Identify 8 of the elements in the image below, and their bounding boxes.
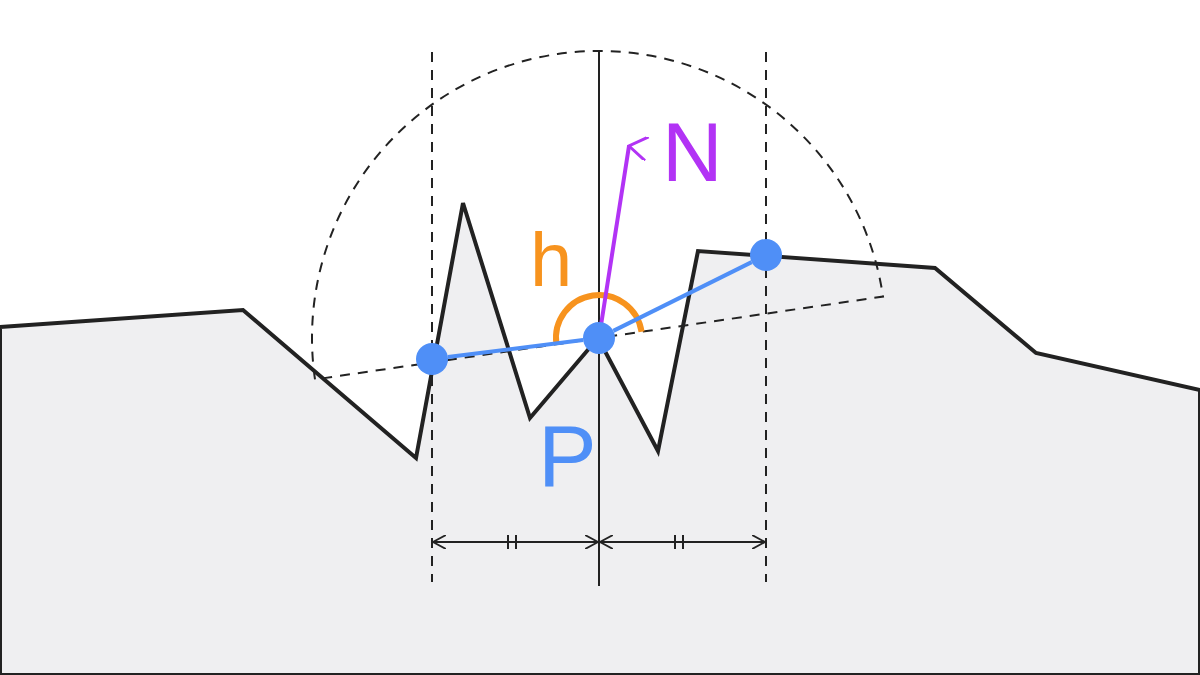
symbol-label: h xyxy=(530,222,573,298)
point-marker xyxy=(750,239,782,271)
symbol-label: N xyxy=(662,110,723,194)
connector-line xyxy=(447,338,584,359)
point-marker xyxy=(583,322,615,354)
point-marker xyxy=(416,343,448,375)
connector-line xyxy=(612,260,753,333)
point-label: P xyxy=(538,412,597,500)
